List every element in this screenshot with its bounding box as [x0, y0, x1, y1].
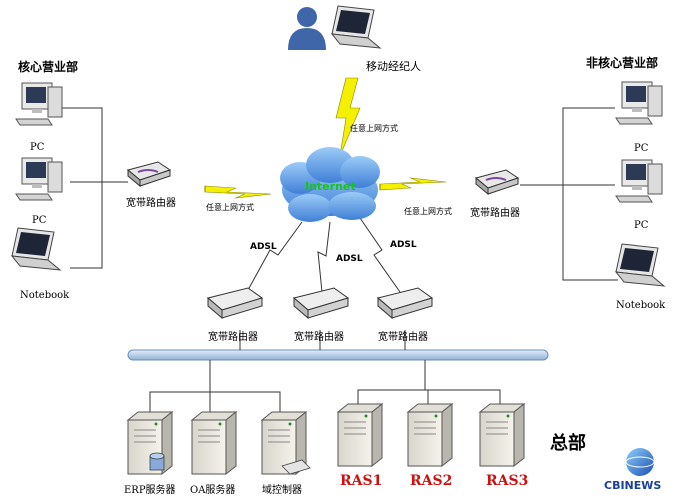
core-branch-title: 核心营业部	[18, 60, 79, 74]
ras3-server-icon	[479, 403, 525, 467]
ras3-label: RAS3	[486, 473, 529, 489]
hq-router-3-icon	[377, 287, 433, 319]
cbinews-watermark: CBINEWS	[604, 479, 662, 492]
internet-label: Internet	[305, 180, 356, 193]
ras2-server-icon	[407, 403, 453, 467]
core-router-icon	[127, 161, 171, 187]
core-pc-2-icon	[15, 157, 63, 201]
adsl-label-2: ADSL	[336, 254, 363, 264]
bolt-right	[379, 177, 447, 191]
hq-router-1-icon	[207, 287, 263, 319]
core-branch-lines	[50, 107, 128, 269]
link-label-right: 任意上网方式	[404, 207, 452, 216]
noncore-pc-2-icon	[615, 159, 663, 203]
noncore-pc-1-label: PC	[634, 143, 649, 154]
ras2-label: RAS2	[410, 473, 453, 489]
core-pc-1-icon	[15, 82, 63, 126]
noncore-router-icon	[475, 169, 519, 195]
adsl-label-1: ADSL	[250, 242, 277, 252]
hq-router-2-icon	[293, 287, 349, 319]
core-router-label: 宽带路由器	[126, 198, 176, 209]
core-pc-2-label: PC	[32, 215, 47, 226]
headquarters-title: 总部	[550, 433, 586, 454]
adsl-label-3: ADSL	[390, 240, 417, 250]
oa-server-icon	[191, 411, 237, 475]
noncore-branch-title: 非核心营业部	[586, 56, 659, 70]
adsl-lines	[247, 217, 401, 293]
link-label-top: 任意上网方式	[350, 124, 398, 133]
erp-server-label: ERP服务器	[124, 485, 176, 496]
core-notebook-icon	[11, 227, 61, 271]
domain-controller-label: 域控制器	[262, 485, 302, 496]
ras1-label: RAS1	[340, 473, 383, 489]
core-notebook-label: Notebook	[20, 290, 70, 301]
keyboard-icon	[281, 459, 311, 475]
noncore-notebook-label: Notebook	[616, 300, 666, 311]
noncore-notebook-icon	[615, 243, 665, 287]
oa-server-label: OA服务器	[190, 485, 236, 496]
noncore-pc-2-label: PC	[634, 220, 649, 231]
noncore-pc-1-icon	[615, 81, 663, 125]
ras1-server-icon	[337, 403, 383, 467]
hq-router-2-label: 宽带路由器	[294, 332, 344, 343]
hq-router-1-label: 宽带路由器	[208, 332, 258, 343]
core-pc-1-label: PC	[30, 142, 45, 153]
lan-backbone-bus	[127, 349, 549, 361]
server-bus-drops	[149, 360, 501, 415]
link-label-left: 任意上网方式	[206, 203, 254, 212]
noncore-router-label: 宽带路由器	[470, 208, 520, 219]
mobile-agent-icon	[288, 5, 381, 50]
database-icon	[149, 452, 165, 471]
internet-cloud	[280, 147, 380, 222]
modem-bus-drops	[239, 330, 406, 350]
noncore-branch-lines	[520, 107, 618, 281]
bolt-left	[204, 185, 272, 199]
bolt-top	[335, 77, 361, 157]
hq-router-3-label: 宽带路由器	[378, 332, 428, 343]
cbinews-logo-icon	[625, 448, 655, 476]
mobile-agent-label: 移动经纪人	[366, 60, 421, 73]
